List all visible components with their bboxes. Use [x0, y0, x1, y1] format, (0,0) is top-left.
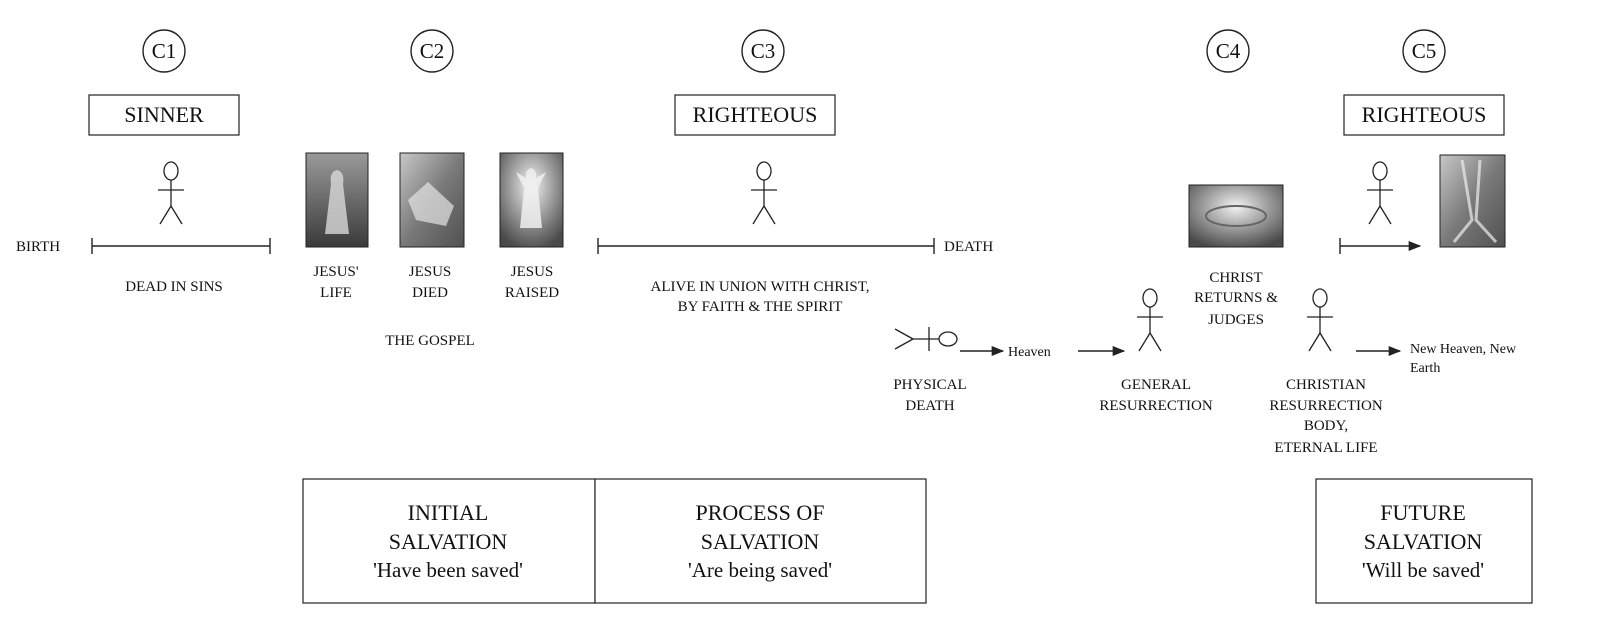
person-figure-christian-resurrection: [1307, 288, 1333, 352]
salvation-box-process: PROCESS OF SALVATION 'Are being saved': [594, 478, 927, 604]
the-gospel-label: THE GOSPEL: [385, 333, 475, 349]
timeline-eternal-arrow: [1339, 238, 1422, 254]
status-box-sinner: SINNER: [88, 94, 240, 136]
salvation-title-line1: PROCESS OF: [695, 500, 824, 525]
status-box-righteous-c5: RIGHTEOUS: [1343, 94, 1505, 136]
stage-label: C3: [751, 39, 776, 63]
new-heaven-image: [1439, 154, 1506, 248]
christian-resurrection-label-line1: CHRISTIAN: [1286, 377, 1366, 393]
physical-death-label-line2: DEATH: [905, 398, 954, 414]
salvation-title-line2: SALVATION: [389, 529, 508, 554]
jesus-died-label-line2: DIED: [412, 285, 448, 301]
jesus-life-label-line2: LIFE: [320, 285, 352, 301]
salvation-subtitle: 'Have been saved': [373, 558, 523, 582]
general-resurrection-label-line1: GENERAL: [1121, 377, 1191, 393]
salvation-title-line2: SALVATION: [1364, 529, 1483, 554]
physical-death-label-line1: PHYSICAL: [893, 377, 966, 393]
christ-returns-label-line1: CHRIST: [1209, 270, 1262, 286]
jesus-raised-label-line1: JESUS: [511, 264, 554, 280]
timeline-alive-segment: [597, 238, 935, 254]
person-figure-c1: [158, 161, 184, 225]
status-box-righteous-c3: RIGHTEOUS: [674, 94, 836, 136]
stage-marker-c1: C1: [142, 29, 186, 73]
jesus-life-image: [305, 152, 369, 248]
dead-in-sins-label: DEAD IN SINS: [125, 279, 223, 295]
birth-label: BIRTH: [16, 239, 60, 255]
salvation-title-line1: INITIAL: [408, 500, 489, 525]
status-label: SINNER: [124, 102, 204, 127]
jesus-raised-image: [499, 152, 564, 248]
jesus-died-label-line1: JESUS: [409, 264, 452, 280]
general-resurrection-label-line2: RESURRECTION: [1099, 398, 1213, 414]
christian-resurrection-label-line2: RESURRECTION: [1269, 398, 1383, 414]
stage-marker-c4: C4: [1206, 29, 1250, 73]
timeline-birth-segment: [91, 238, 271, 254]
heaven-label: Heaven: [1008, 345, 1051, 360]
salvation-box-future: FUTURE SALVATION 'Will be saved': [1315, 478, 1533, 604]
stage-label: C4: [1216, 39, 1241, 63]
christ-returns-label-line2: RETURNS &: [1194, 290, 1278, 306]
stage-marker-c5: C5: [1402, 29, 1446, 73]
christ-returns-image: [1188, 184, 1284, 248]
status-label: RIGHTEOUS: [1362, 102, 1487, 127]
jesus-life-label-line1: JESUS': [313, 264, 359, 280]
new-heaven-label-line2: Earth: [1410, 361, 1440, 376]
stage-label: C5: [1412, 39, 1437, 63]
person-figure-lying-dead: [894, 327, 958, 351]
person-figure-general-resurrection: [1137, 288, 1163, 352]
stage-label: C1: [152, 39, 177, 63]
death-label: DEATH: [944, 239, 993, 255]
salvation-title-line2: SALVATION: [701, 529, 820, 554]
person-figure-c3: [751, 161, 777, 225]
salvation-box-initial: INITIAL SALVATION 'Have been saved': [302, 478, 596, 604]
salvation-subtitle: 'Are being saved': [688, 558, 832, 582]
person-figure-c5: [1367, 161, 1393, 225]
alive-label-line1: ALIVE IN UNION WITH CHRIST,: [651, 279, 870, 295]
stage-label: C2: [420, 39, 445, 63]
salvation-subtitle: 'Will be saved': [1362, 558, 1484, 582]
new-heaven-label-line1: New Heaven, New: [1410, 342, 1517, 357]
status-label: RIGHTEOUS: [693, 102, 818, 127]
alive-label-line2: BY FAITH & THE SPIRIT: [678, 299, 843, 315]
christian-resurrection-label-line3: BODY,: [1304, 418, 1348, 434]
stage-marker-c2: C2: [410, 29, 454, 73]
salvation-title-line1: FUTURE: [1380, 500, 1466, 525]
christian-resurrection-label-line4: ETERNAL LIFE: [1274, 440, 1377, 456]
stage-marker-c3: C3: [741, 29, 785, 73]
christ-returns-label-line3: JUDGES: [1208, 312, 1264, 328]
jesus-died-image: [399, 152, 465, 248]
jesus-raised-label-line2: RAISED: [505, 285, 559, 301]
